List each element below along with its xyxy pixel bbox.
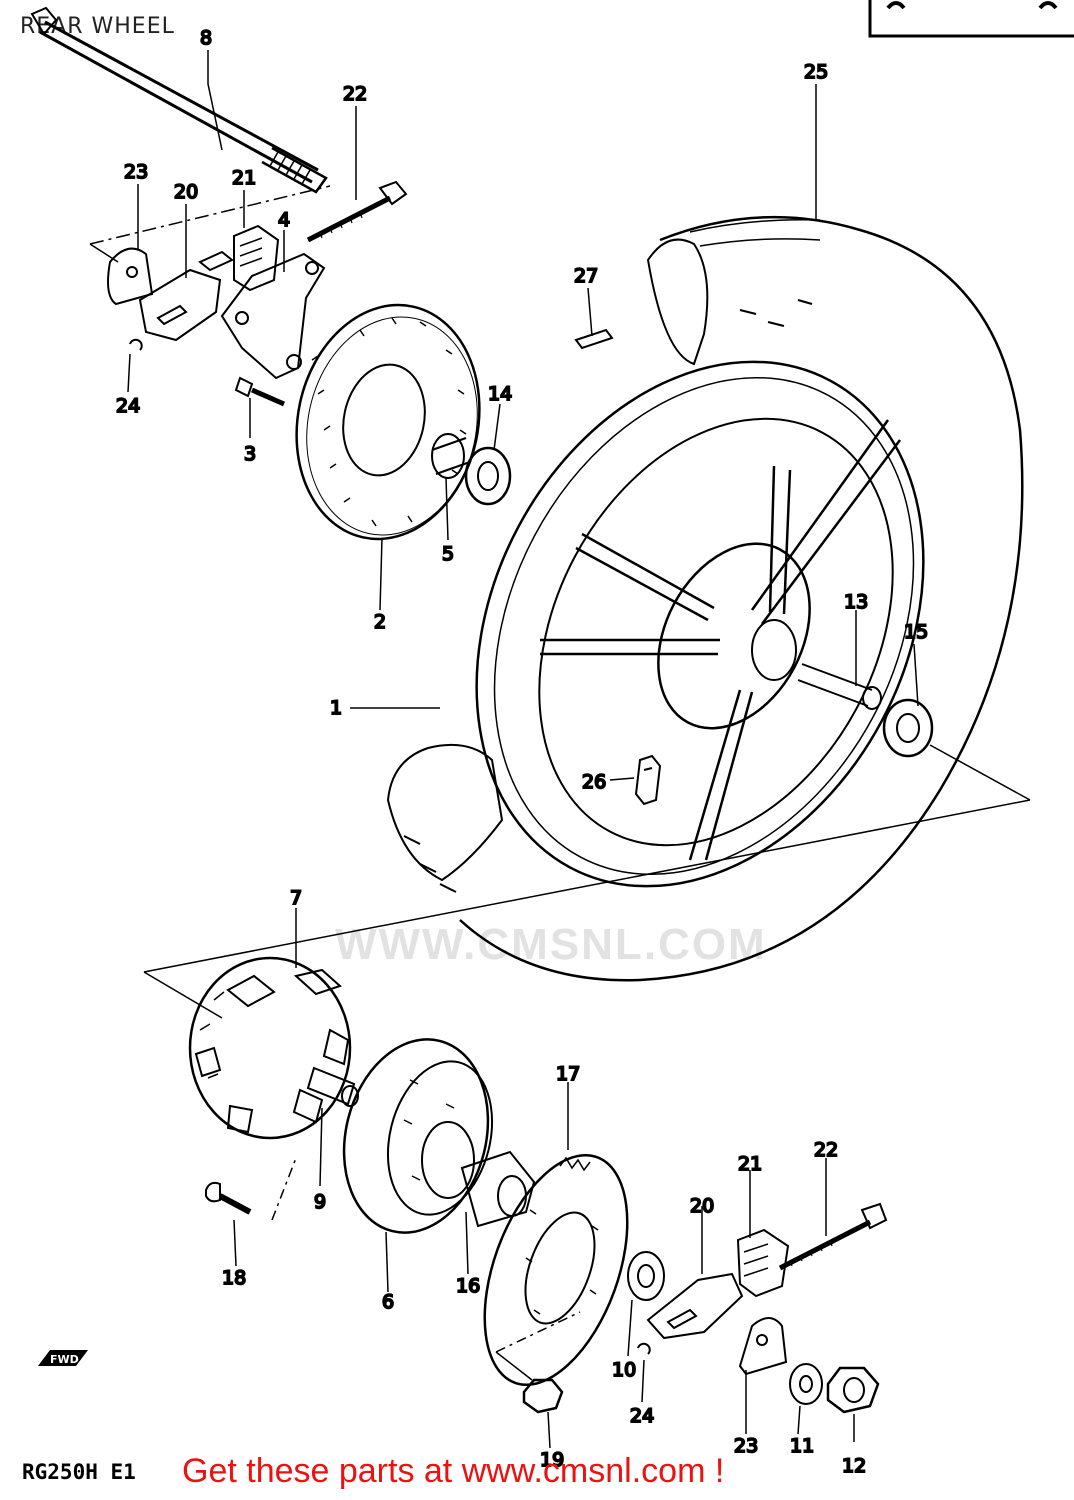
- sprocket-nut: [522, 1378, 564, 1414]
- tire-valve: [634, 754, 662, 806]
- callout-4: 4: [278, 209, 290, 231]
- callout-20b: 20: [690, 1195, 714, 1217]
- callout-19: 19: [540, 1449, 564, 1471]
- callout-8: 8: [200, 27, 212, 49]
- leader-lines: [127, 50, 919, 1449]
- fwd-arrow-icon: FWD: [38, 1350, 88, 1366]
- callout-24b: 24: [630, 1405, 654, 1427]
- caliper-bracket: [220, 252, 326, 380]
- axle-washer: [789, 1363, 823, 1405]
- drum-bearing: [460, 1150, 536, 1228]
- rear-wheel-rim: [475, 360, 925, 888]
- callout-20: 20: [174, 181, 198, 203]
- callout-6: 6: [382, 1291, 394, 1313]
- bracket-bolt: [234, 376, 286, 407]
- rear-tire: [386, 215, 1024, 982]
- callout-13: 13: [844, 591, 868, 613]
- chain-adjuster-right: [646, 1272, 744, 1340]
- cush-drive-damper: [188, 956, 352, 1140]
- hub-collar: [306, 1066, 359, 1107]
- callout-22b: 22: [814, 1139, 838, 1161]
- callout-11: 11: [790, 1435, 814, 1457]
- adjuster-plate-left: [107, 247, 154, 306]
- axle-nut: [826, 1366, 880, 1414]
- brake-disc: [295, 303, 481, 541]
- callout-18: 18: [222, 1267, 246, 1289]
- adjuster-block-left: [233, 224, 280, 292]
- chain-adjuster-left: [138, 250, 234, 342]
- callout-10: 10: [612, 1359, 636, 1381]
- callout-1: 1: [330, 697, 342, 719]
- fwd-badge-text: FWD: [50, 1353, 79, 1366]
- wheel-bearing-right: [882, 698, 934, 758]
- callout-9: 9: [314, 1191, 326, 1213]
- adjuster-plate-right: [738, 1317, 788, 1376]
- callout-3: 3: [244, 443, 256, 465]
- corner-frame: [868, 0, 1074, 38]
- projection-lines: [89, 185, 1031, 1381]
- sprocket-nut-washer: [627, 1251, 665, 1301]
- cotter-pin-left: [129, 338, 143, 351]
- corner-frame-mark: [1038, 1, 1058, 10]
- callout-12: 12: [842, 1455, 866, 1477]
- callout-23: 23: [124, 161, 148, 183]
- callout-25: 25: [804, 61, 828, 83]
- callout-7: 7: [290, 887, 302, 909]
- callout-21: 21: [232, 167, 256, 189]
- forward-direction-badge: FWD: [36, 1346, 92, 1370]
- corner-frame-mark: [886, 1, 906, 10]
- adjuster-block-right: [736, 1228, 790, 1298]
- wheel-bearing-left: [464, 446, 512, 506]
- callout-22: 22: [343, 83, 367, 105]
- callout-16: 16: [456, 1275, 480, 1297]
- model-code: RG250H E1: [22, 1460, 136, 1484]
- axle-shaft: [30, 6, 328, 194]
- promo-link-text[interactable]: Get these parts at www.cmsnl.com !: [182, 1452, 725, 1490]
- cotter-pin-right: [637, 1342, 651, 1355]
- callout-17: 17: [556, 1063, 580, 1085]
- callout-24: 24: [116, 395, 140, 417]
- callout-27: 27: [574, 265, 598, 287]
- wheel-spacer: [431, 433, 471, 479]
- rear-sprocket: [483, 1154, 629, 1386]
- axle-spacer-right: [797, 663, 882, 710]
- rear-sprocket-mounting-drum: [342, 1038, 494, 1234]
- callout-21b: 21: [738, 1153, 762, 1175]
- callout-23b: 23: [734, 1435, 758, 1457]
- sprocket-bolt: [205, 1181, 252, 1215]
- callout-15: 15: [904, 621, 928, 643]
- axis-line: [929, 744, 1031, 801]
- callout-5: 5: [442, 543, 454, 565]
- callout-2: 2: [374, 611, 386, 633]
- adjuster-bolt-lower: [778, 1202, 888, 1271]
- balance-weight-clip: [574, 328, 614, 350]
- adjuster-bolt-upper: [306, 180, 408, 243]
- callout-labels: 8 22 25 23 20 21 4 27 24 3 14 5 2 13 15 …: [115, 26, 929, 1478]
- watermark-text: WWW.CMSNL.COM: [335, 920, 767, 969]
- callout-14: 14: [488, 383, 512, 405]
- callout-26: 26: [582, 771, 606, 793]
